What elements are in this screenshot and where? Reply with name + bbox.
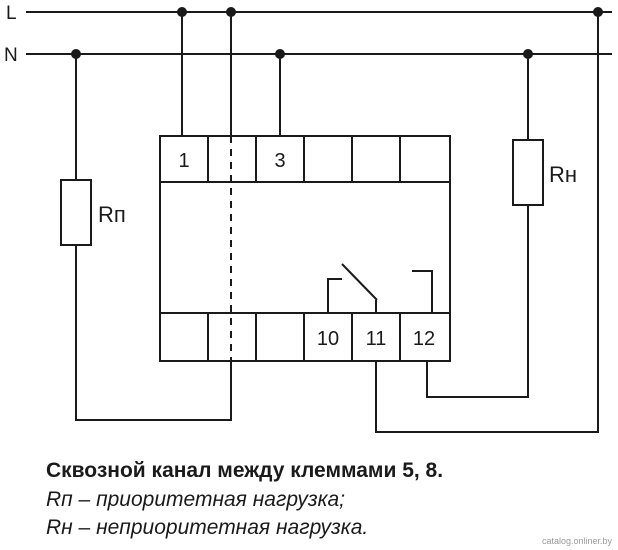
junction-dot xyxy=(593,7,603,17)
contact-12 xyxy=(412,270,433,313)
terminal-3-label: 3 xyxy=(274,150,285,172)
watermark: catalog.onliner.by xyxy=(541,536,612,546)
phase-to-terminal-11-wire xyxy=(375,12,599,433)
caption-priority-load: Rп – приоритетная нагрузка; xyxy=(46,488,346,511)
caption-non-priority-load: Rн – неприоритетная нагрузка. xyxy=(46,516,369,539)
junction-dot xyxy=(71,49,81,59)
contact-10 xyxy=(327,278,342,313)
junction-dot xyxy=(275,49,285,59)
phase-label: L xyxy=(6,3,17,24)
terminal-12-label: 12 xyxy=(413,328,435,350)
priority-resistor-label: Rп xyxy=(98,202,126,227)
priority-resistor xyxy=(60,179,92,246)
junction-dot xyxy=(226,7,236,17)
neutral-label: N xyxy=(4,45,18,66)
non-priority-resistor-label: Rн xyxy=(549,162,577,187)
terminal-dividers xyxy=(207,136,401,361)
wiring-diagram: L N 1 3 10 11 12 Rп Rн xyxy=(4,3,612,433)
terminal-1-label: 1 xyxy=(178,150,189,172)
contact-switch-blade xyxy=(341,263,378,301)
terminal-11-label: 11 xyxy=(366,328,387,350)
junction-dot xyxy=(523,49,533,59)
priority-load-return xyxy=(75,245,232,421)
non-priority-load-return xyxy=(426,205,529,398)
caption-through-channel: Сквозной канал между клеммами 5, 8. xyxy=(46,459,444,482)
junction-dot xyxy=(177,7,187,17)
terminal-10-label: 10 xyxy=(317,328,339,350)
non-priority-resistor xyxy=(512,139,544,206)
